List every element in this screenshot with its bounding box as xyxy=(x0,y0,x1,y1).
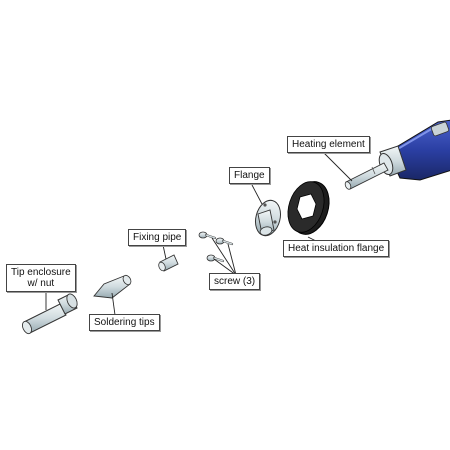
label-flange: Flange xyxy=(229,167,270,184)
screw-1 xyxy=(198,231,217,240)
label-tip-enclosure-line2: w/ nut xyxy=(27,278,55,289)
leader-screw-1 xyxy=(211,237,237,276)
leader-flange xyxy=(251,184,263,205)
heat-insulation-flange-part xyxy=(287,181,330,235)
label-tip-enclosure: Tip enclosure w/ nut xyxy=(6,264,76,292)
leader-fixing-pipe xyxy=(162,244,167,260)
label-tip-enclosure-line1: Tip enclosure xyxy=(11,267,71,278)
soldering-tip-part xyxy=(93,274,132,299)
leader-screw-3 xyxy=(213,258,237,276)
screw-2 xyxy=(215,237,234,246)
heating-element-part xyxy=(344,162,389,190)
screw-3 xyxy=(206,254,225,263)
iron-handle xyxy=(378,119,450,181)
label-heat-insulation-flange: Heat insulation flange xyxy=(283,240,390,257)
label-screw: screw (3) xyxy=(209,273,261,290)
tip-enclosure-part xyxy=(22,293,78,335)
leader-screw-2 xyxy=(227,243,237,276)
label-soldering-tips: Soldering tips xyxy=(89,314,160,331)
leader-soldering-tips xyxy=(111,292,116,316)
label-heating-element: Heating element xyxy=(287,136,370,153)
screws-part xyxy=(198,231,234,263)
leader-heating-element xyxy=(323,152,353,182)
fixing-pipe-part xyxy=(158,254,179,272)
label-fixing-pipe: Fixing pipe xyxy=(128,229,187,246)
flange-part xyxy=(255,199,281,237)
